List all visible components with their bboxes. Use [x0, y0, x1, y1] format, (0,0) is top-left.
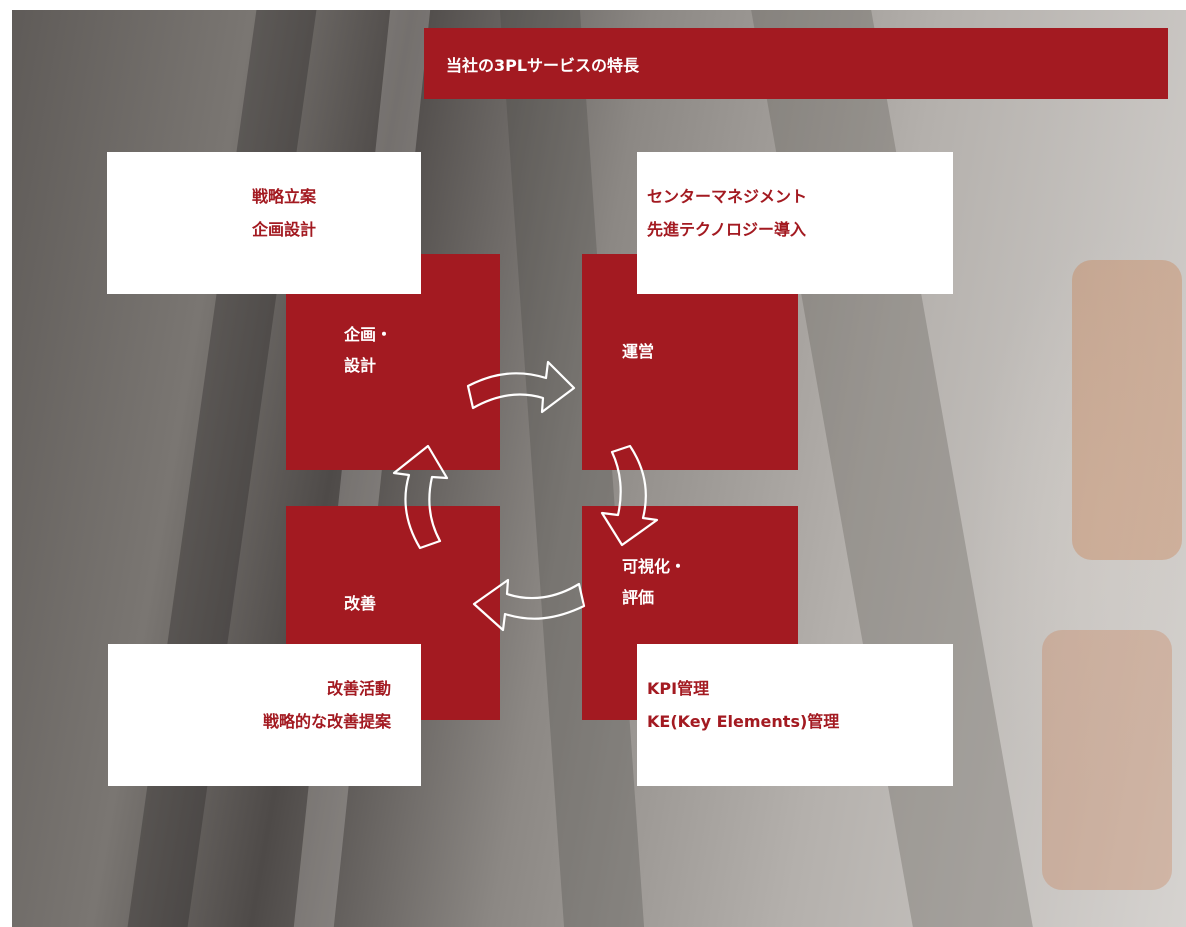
quadrant-plan-label-line-2: 設計: [344, 356, 377, 375]
quadrant-evaluate-label-line-1: 可視化・: [622, 557, 687, 576]
evaluate-detail-line-2: KE(Key Elements)管理: [647, 712, 840, 731]
title-text: 当社の3PLサービスの特長: [446, 55, 640, 75]
improve-detail-line-1: 改善活動: [326, 679, 391, 698]
operate-detail-line-1: センターマネジメント: [647, 187, 808, 206]
quadrant-improve-label-line-1: 改善: [344, 594, 377, 613]
plan-detail-line-1: 戦略立案: [252, 187, 317, 206]
quadrant-plan-label-line-1: 企画・: [344, 325, 393, 344]
quadrant-evaluate-label-line-2: 評価: [622, 588, 655, 607]
operate-detail-box: センターマネジメント 先進テクノロジー導入: [637, 152, 953, 294]
evaluate-detail-line-1: KPI管理: [647, 679, 710, 698]
evaluate-detail-box: KPI管理 KE(Key Elements)管理: [637, 644, 953, 786]
cycle-arrow-icon-evaluate-to-improve: [472, 578, 586, 632]
plan-detail-box: 戦略立案 企画設計: [107, 152, 421, 294]
plan-detail-line-2: 企画設計: [252, 220, 317, 239]
improve-detail-line-2: 戦略的な改善提案: [262, 712, 391, 731]
cycle-arrow-icon-plan-to-operate: [466, 360, 576, 414]
cycle-arrow-icon-operate-to-evaluate: [600, 444, 659, 547]
quadrant-operate-label-line-1: 運営: [622, 342, 655, 361]
improve-detail-box: 改善活動 戦略的な改善提案: [108, 644, 421, 786]
cycle-arrow-icon-improve-to-plan: [392, 444, 449, 550]
page-title: 当社の3PLサービスの特長: [424, 28, 1168, 99]
operate-detail-line-2: 先進テクノロジー導入: [647, 220, 807, 239]
